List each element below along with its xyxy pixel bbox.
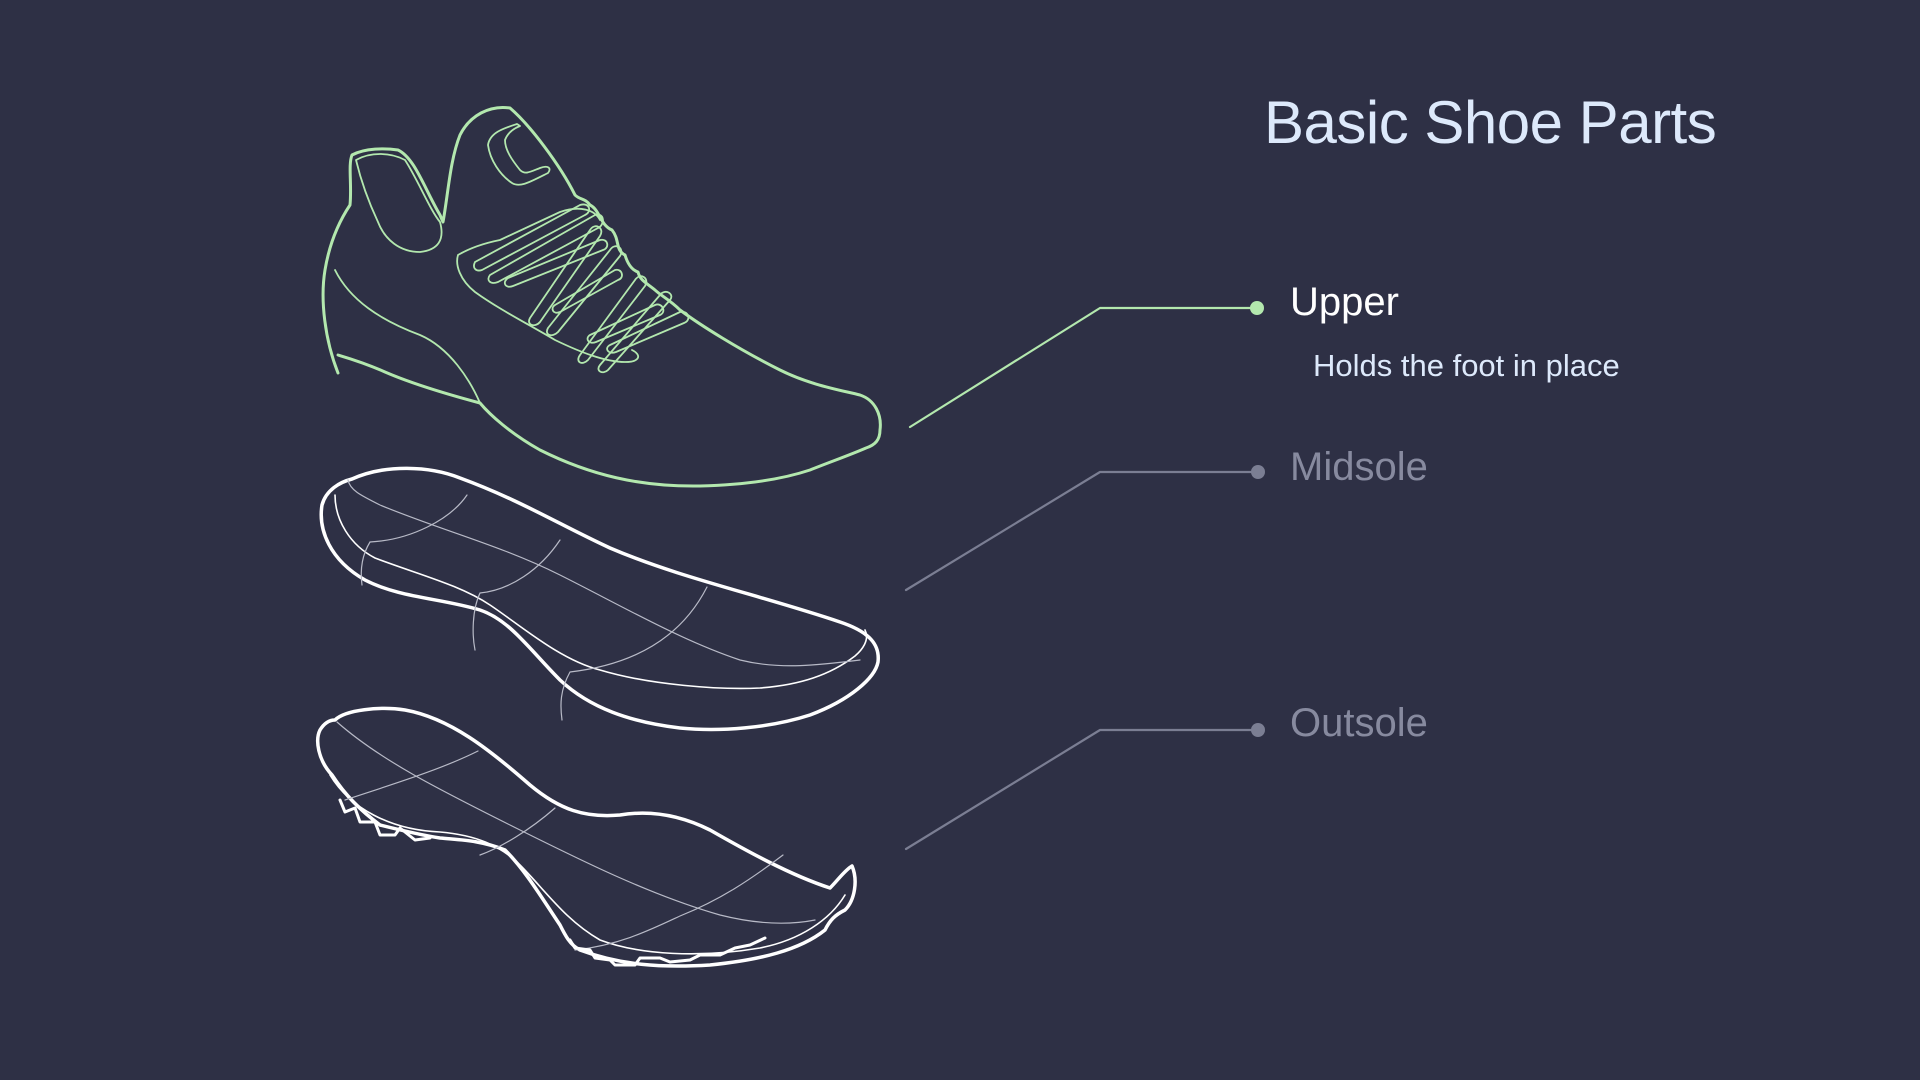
midsole-icon[interactable] <box>319 466 880 732</box>
outsole-marker-dot <box>1251 723 1265 737</box>
part-label-midsole[interactable]: Midsole <box>1290 445 1428 489</box>
page-title: Basic Shoe Parts <box>1264 89 1717 156</box>
upper-connector <box>908 301 1264 429</box>
part-label-outsole[interactable]: Outsole <box>1290 701 1428 745</box>
outsole-connector <box>904 723 1265 851</box>
shoe-upper-icon[interactable] <box>321 105 882 488</box>
part-label-upper[interactable]: Upper <box>1290 280 1399 324</box>
midsole-connector <box>904 465 1265 592</box>
outsole-icon[interactable] <box>316 706 857 968</box>
upper-marker-dot <box>1250 301 1264 315</box>
midsole-marker-dot <box>1251 465 1265 479</box>
part-description-upper: Holds the foot in place <box>1313 348 1620 383</box>
